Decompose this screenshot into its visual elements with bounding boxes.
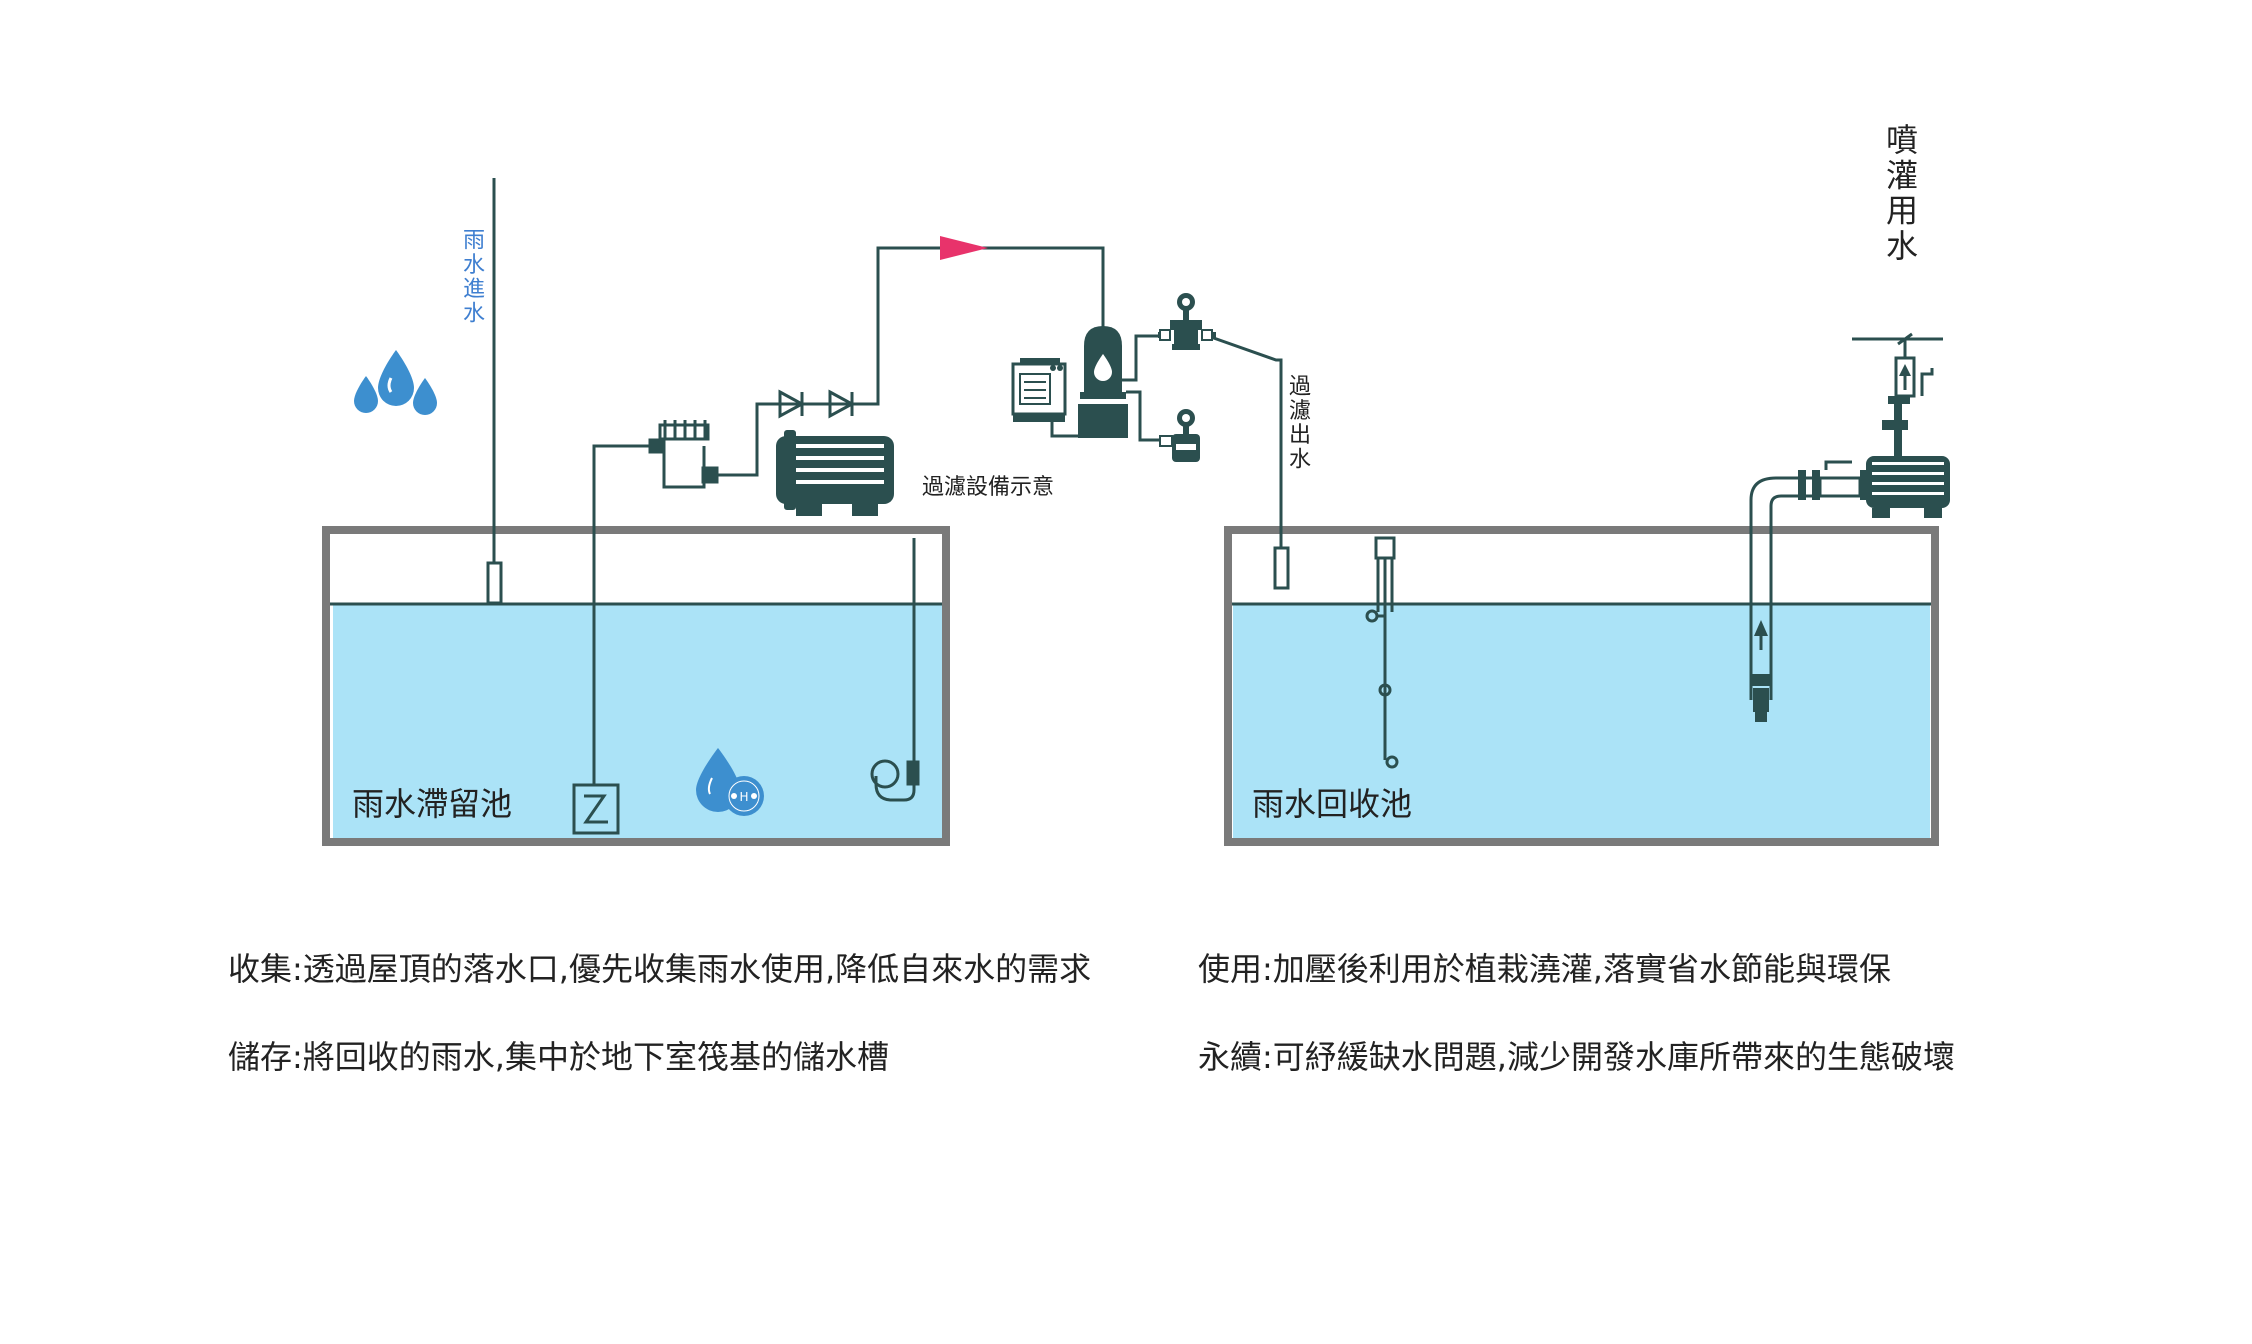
detention-tank-label: 雨水滯留池 [352, 785, 512, 823]
filter-outlet-pipe [1273, 546, 1290, 590]
level-sensor-icon [870, 538, 920, 802]
pressure-gauge-icon [1158, 293, 1216, 350]
filter-outlet-label: 過濾出水 [1289, 375, 1311, 473]
filter-icon [1078, 326, 1128, 438]
pump-icon [1860, 456, 1950, 518]
rain-inlet-pipe [486, 178, 503, 605]
h2o-icon: H [696, 748, 764, 816]
control-panel-icon [1011, 358, 1080, 438]
irrigation-water-label: 噴灌用水 [1886, 121, 1918, 265]
rain-drops-icon [354, 350, 437, 415]
level-sensor-icon [1365, 536, 1399, 769]
recycle-tank-label: 雨水回收池 [1252, 785, 1412, 823]
float-switch-icon [572, 783, 620, 835]
h2o-icon-label: H [739, 790, 748, 804]
caption-sustain: 永續:可紓緩缺水問題,減少開發水庫所帶來的生態破壞 [1198, 1038, 1955, 1076]
caption-collect: 收集:透過屋頂的落水口,優先收集雨水使用,降低自來水的需求 [228, 950, 1092, 988]
pressure-gauge-icon [1159, 409, 1200, 462]
flow-arrow-icon [940, 236, 988, 260]
rain-inlet-label: 雨水進水 [463, 229, 485, 327]
irrigation-outlet-pipe [1852, 332, 1943, 456]
filter-equipment-label: 過濾設備示意 [922, 475, 1054, 500]
filter-feed-pipe [862, 246, 1105, 406]
check-valve-icon [775, 389, 862, 419]
caption-use: 使用:加壓後利用於植栽澆灌,落實省水節能與環保 [1198, 950, 1891, 988]
detention-tank [322, 526, 950, 846]
check-valve-icon [1798, 460, 1862, 500]
pump-icon [776, 430, 894, 516]
suction-pipe [592, 444, 660, 785]
strainer [648, 402, 775, 489]
submersible-pump-icon [1749, 476, 1812, 722]
caption-store: 儲存:將回收的雨水,集中於地下室筏基的儲水槽 [228, 1038, 889, 1076]
recycle-tank [1224, 526, 1939, 846]
filter-bypass-pipes [1122, 334, 1283, 548]
